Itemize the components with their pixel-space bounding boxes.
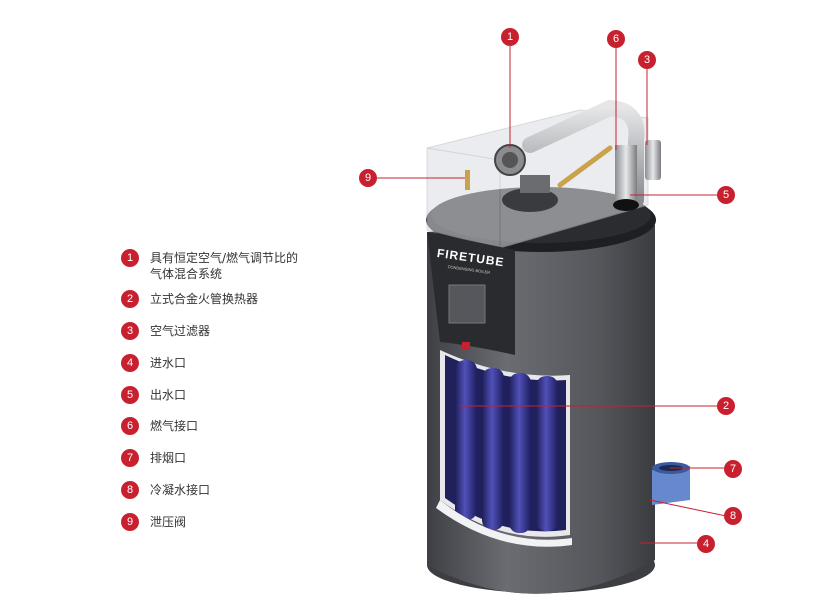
callout-9: 9 <box>359 169 377 187</box>
burner-assembly <box>465 144 558 212</box>
legend-number: 3 <box>121 322 139 340</box>
callout-3: 3 <box>638 51 656 69</box>
legend-item: 8 冷凝水接口 <box>121 481 210 499</box>
fire-tube <box>509 373 531 533</box>
legend-number: 1 <box>121 249 139 267</box>
legend-number: 7 <box>121 449 139 467</box>
fire-tube <box>482 368 504 530</box>
callout-4: 4 <box>697 535 715 553</box>
legend-number: 6 <box>121 417 139 435</box>
legend-label: 燃气接口 <box>150 419 199 433</box>
legend-label: 空气过滤器 <box>150 324 211 338</box>
legend-number: 2 <box>121 290 139 308</box>
legend-item: 1 具有恒定空气/燃气调节比的 气体混合系统 <box>121 249 298 282</box>
legend-label: 冷凝水接口 <box>150 483 211 497</box>
legend-label: 出水口 <box>150 388 187 402</box>
legend-item: 4 进水口 <box>121 354 186 372</box>
legend-item: 2 立式合金火管换热器 <box>121 290 258 308</box>
legend-item: 3 空气过滤器 <box>121 322 210 340</box>
callout-8: 8 <box>724 507 742 525</box>
callout-5: 5 <box>717 186 735 204</box>
legend-number: 4 <box>121 354 139 372</box>
cutaway-heat-exchanger <box>436 350 572 547</box>
gas-air-pipes <box>522 99 661 211</box>
relief-valve <box>465 170 470 190</box>
callout-1: 1 <box>501 28 519 46</box>
fire-tube <box>536 376 558 531</box>
legend-number: 8 <box>121 481 139 499</box>
callout-2: 2 <box>717 397 735 415</box>
legend-label: 排烟口 <box>150 451 187 465</box>
fire-tube <box>455 360 477 520</box>
control-panel <box>427 232 515 355</box>
legend-label: 泄压阀 <box>150 515 187 529</box>
legend-number: 5 <box>121 386 139 404</box>
callout-6: 6 <box>607 30 625 48</box>
legend-item: 7 排烟口 <box>121 449 186 467</box>
brand-logo <box>462 342 470 350</box>
legend-label: 具有恒定空气/燃气调节比的 气体混合系统 <box>150 251 299 281</box>
leader-lines <box>377 46 727 544</box>
callout-7: 7 <box>724 460 742 478</box>
legend-item: 6 燃气接口 <box>121 417 198 435</box>
legend-item: 5 出水口 <box>121 386 186 404</box>
legend-label: 立式合金火管换热器 <box>150 292 259 306</box>
legend-number: 9 <box>121 513 139 531</box>
legend-label: 进水口 <box>150 356 187 370</box>
legend-item: 9 泄压阀 <box>121 513 186 531</box>
